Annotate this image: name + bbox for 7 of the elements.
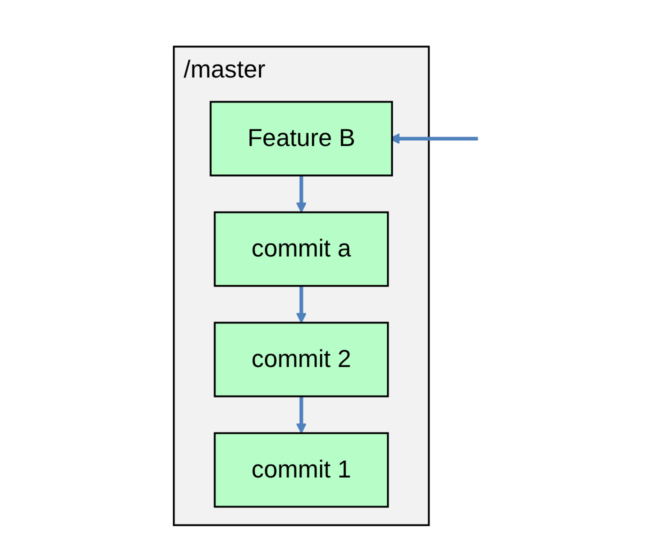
arrow — [296, 175, 307, 213]
commit-box: commit 1 — [214, 432, 389, 508]
commit-box: commit a — [214, 211, 389, 287]
commit-box: Feature B — [210, 100, 393, 176]
arrow — [296, 396, 307, 434]
commit-box: commit 2 — [214, 322, 389, 398]
arrow — [296, 286, 307, 324]
